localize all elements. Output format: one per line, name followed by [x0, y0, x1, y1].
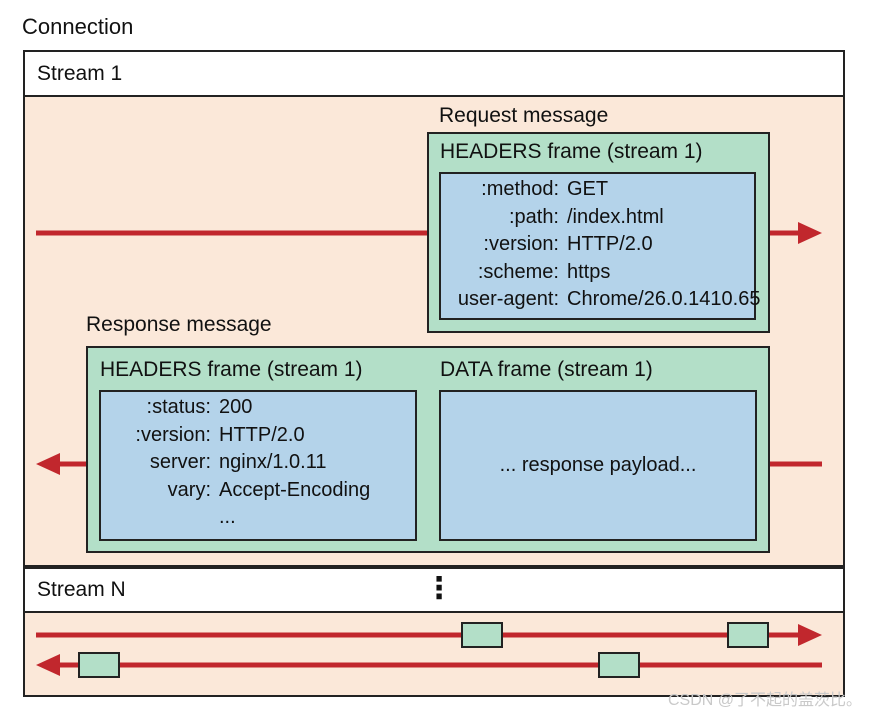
stream-ellipsis: ⋮: [424, 572, 454, 605]
request-headers-frame: HEADERS frame (stream 1) :method: GET :pa…: [427, 132, 770, 333]
response-message-label: Response message: [86, 313, 272, 336]
streamn-outbound-frame: [727, 622, 769, 648]
header-row: :path: /index.html: [449, 204, 760, 232]
streamn-inbound-frame: [598, 652, 640, 678]
header-key: :version:: [483, 233, 559, 255]
streamn-inbound-arrow-head: [36, 654, 60, 676]
connection-title: Connection: [22, 14, 134, 39]
header-row: :version: HTTP/2.0: [105, 422, 370, 450]
header-key: :method:: [481, 178, 559, 200]
data-payload-text: ... response payload...: [499, 454, 697, 476]
header-value: 200: [219, 396, 253, 418]
header-row: :method: GET: [449, 176, 760, 204]
response-arrow-head: [36, 453, 60, 475]
response-headers-frame-title: HEADERS frame (stream 1): [100, 358, 363, 381]
header-key: vary:: [167, 478, 211, 501]
request-headers-list: :method: GET :path: /index.html :version: H…: [449, 176, 761, 314]
response-message-frame: HEADERS frame (stream 1) :status: 200 :ve…: [86, 346, 770, 553]
header-key: [105, 504, 219, 532]
request-message-label: Request message: [439, 104, 609, 127]
request-headers-frame-title: HEADERS frame (stream 1): [440, 140, 703, 163]
header-value: HTTP/2.0: [219, 423, 305, 446]
header-row: server: nginx/1.0.11: [105, 449, 370, 477]
watermark: CSDN @了不起的盖茨比。: [667, 692, 862, 709]
header-value: GET: [567, 178, 609, 200]
header-row: :status: 200: [105, 394, 370, 422]
header-value: /index.html: [567, 205, 664, 228]
header-key: server:: [149, 451, 211, 473]
header-value: ...: [219, 506, 236, 528]
header-row: vary: Accept-Encoding: [105, 477, 371, 505]
data-frame-box: ... response payload...: [439, 390, 757, 541]
stream-n-label: Stream N: [37, 578, 126, 601]
stream-1-bar: Stream 1: [23, 50, 845, 97]
stream-n-bar: Stream N: [23, 567, 845, 613]
header-row: ...: [105, 504, 370, 532]
response-headers-box: :status: 200 :version: HTTP/2.0 server: ngi…: [99, 390, 417, 541]
data-frame-title: DATA frame (stream 1): [440, 358, 653, 381]
header-value: https: [567, 260, 611, 283]
header-key: :version:: [135, 423, 211, 446]
header-value: nginx/1.0.11: [219, 451, 327, 473]
response-headers-list: :status: 200 :version: HTTP/2.0 server: ngi…: [105, 394, 370, 532]
streamn-outbound-frame: [461, 622, 503, 648]
stream-1-label: Stream 1: [37, 62, 123, 85]
request-headers-box: :method: GET :path: /index.html :version: H…: [439, 172, 760, 320]
header-key: :status:: [146, 396, 211, 418]
header-row: user-agent: Chrome/26.0.1410.65: [449, 286, 761, 314]
header-value: HTTP/2.0: [567, 233, 653, 255]
header-key: :scheme:: [477, 260, 559, 283]
header-value: Accept-Encoding: [219, 478, 371, 501]
streamn-inbound-frame: [78, 652, 120, 678]
header-row: :scheme: https: [449, 259, 760, 287]
streamn-outbound-arrow-head: [798, 624, 822, 646]
header-row: :version: HTTP/2.0: [449, 231, 760, 259]
header-key: :path:: [508, 205, 559, 228]
header-value: Chrome/26.0.1410.65: [567, 288, 761, 310]
header-key: user-agent:: [457, 288, 559, 310]
request-arrow-head: [798, 222, 822, 244]
